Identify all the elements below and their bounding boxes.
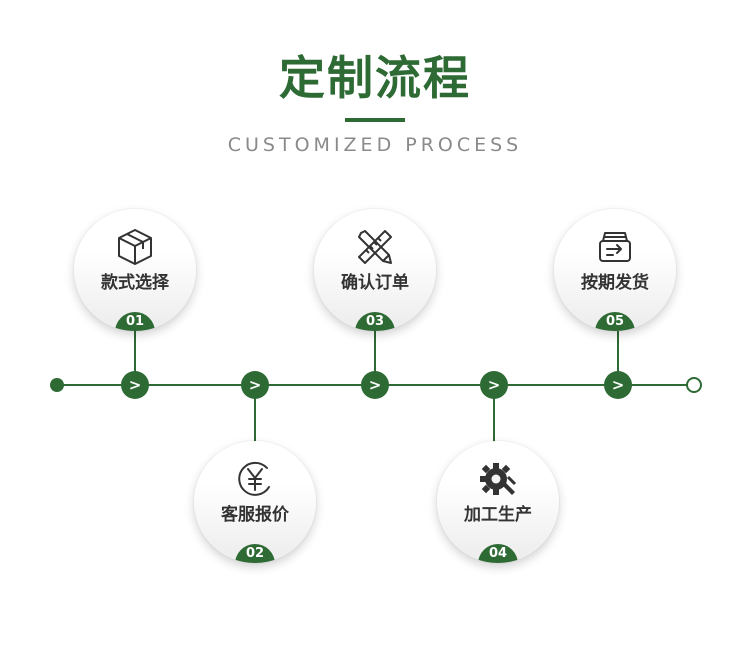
step-02-label: 客服报价: [221, 505, 289, 525]
timeline-start-dot: [50, 378, 64, 392]
step-01-card: 款式选择 01: [74, 209, 196, 331]
page-subtitle: CUSTOMIZED PROCESS: [227, 134, 523, 156]
connector-01: [134, 330, 136, 372]
connector-02: [254, 398, 256, 442]
pencil-ruler-icon: [358, 230, 392, 264]
page-title: 定制流程: [279, 51, 471, 105]
step-04-card: 加工生产 04: [437, 441, 559, 563]
step-02-card: 客服报价 02: [194, 441, 316, 563]
timeline-arrow-node: >: [480, 371, 508, 399]
step-04-label: 加工生产: [464, 505, 532, 525]
step-04-number: 04: [488, 546, 508, 561]
step-03-number: 03: [365, 314, 385, 329]
yen-coin-icon: [238, 461, 270, 496]
step-01-label: 款式选择: [101, 273, 169, 293]
step-01-number: 01: [125, 314, 145, 329]
timeline-arrow-node: >: [241, 371, 269, 399]
step-04-badge: 04: [478, 544, 518, 563]
connector-04: [493, 398, 495, 442]
connector-05: [617, 330, 619, 372]
timeline-arrow-node: >: [604, 371, 632, 399]
delivery-box-icon: [599, 232, 631, 262]
step-05-badge: 05: [595, 312, 635, 331]
step-02-number: 02: [245, 546, 265, 561]
timeline-end-dot: [686, 377, 702, 393]
step-03-label: 确认订单: [341, 273, 409, 293]
timeline-arrow-node: >: [361, 371, 389, 399]
step-05-label: 按期发货: [581, 273, 649, 293]
connector-03: [374, 330, 376, 372]
step-02-badge: 02: [235, 544, 275, 563]
step-05-number: 05: [605, 314, 625, 329]
step-05-card: 按期发货 05: [554, 209, 676, 331]
cube-box-icon: [118, 229, 152, 265]
timeline-arrow-node: >: [121, 371, 149, 399]
step-01-badge: 01: [115, 312, 155, 331]
title-underline: [345, 118, 405, 122]
step-03-badge: 03: [355, 312, 395, 331]
gear-wrench-icon: [480, 463, 517, 495]
step-03-card: 确认订单 03: [314, 209, 436, 331]
